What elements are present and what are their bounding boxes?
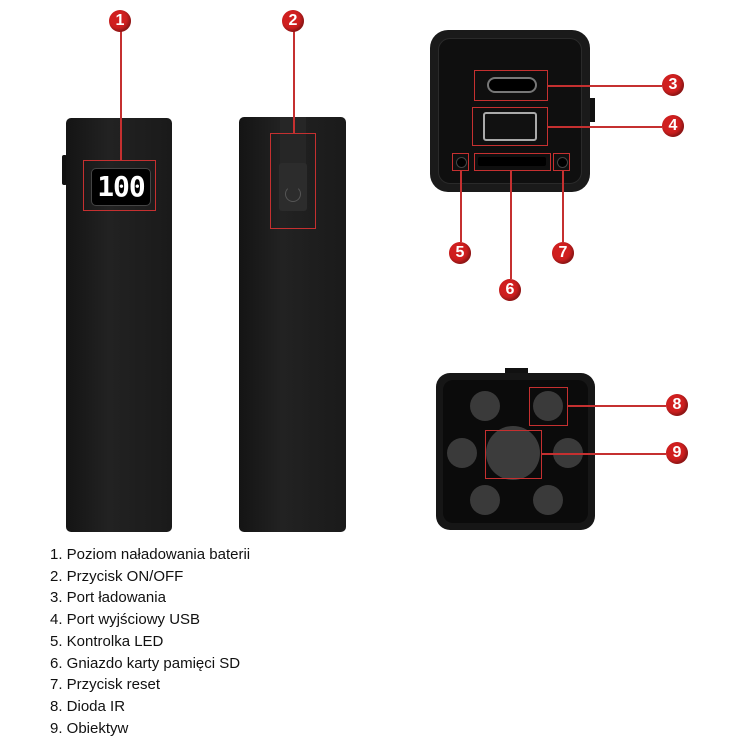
ir-led: [470, 485, 500, 515]
marker-2: 2: [282, 10, 304, 32]
reset-side-button: [589, 98, 595, 122]
callout-line-8: [568, 405, 666, 407]
marker-8: 8: [666, 394, 688, 416]
ir-led: [533, 391, 563, 421]
camera-lens: [486, 426, 540, 480]
legend-list: 1. Poziom naładowania baterii 2. Przycis…: [50, 544, 250, 739]
sd-slot: [478, 157, 546, 166]
legend-item: 5. Kontrolka LED: [50, 632, 164, 650]
marker-1: 1: [109, 10, 131, 32]
marker-9: 9: [666, 442, 688, 464]
ir-led: [470, 391, 500, 421]
callout-line-1: [120, 31, 122, 160]
callout-line-4: [548, 126, 662, 128]
usb-c-port: [487, 77, 537, 93]
callout-box-3: [474, 70, 548, 101]
legend-item: 7. Przycisk reset: [50, 676, 161, 694]
callout-box-4: [472, 107, 548, 146]
legend-item: 2. Przycisk ON/OFF: [50, 567, 184, 585]
legend-item: 9. Obiektyw: [50, 719, 129, 737]
callout-box-6: [474, 153, 551, 171]
legend-item: 8. Dioda IR: [50, 697, 126, 715]
callout-line-7: [562, 171, 564, 242]
marker-3: 3: [662, 74, 684, 96]
marker-7: 7: [552, 242, 574, 264]
power-icon: [285, 186, 301, 202]
callout-box-1: [83, 160, 156, 211]
side-button: [62, 155, 67, 185]
callout-line-6: [510, 171, 512, 279]
usb-a-port: [483, 112, 537, 141]
legend-item: 1. Poziom naładowania baterii: [50, 546, 251, 563]
top-nub: [505, 368, 528, 375]
callout-box-8: [529, 387, 568, 426]
callout-box-9: [485, 430, 542, 479]
callout-box-2: [270, 133, 316, 229]
reset-hole: [557, 157, 568, 168]
legend-item: 4. Port wyjściowy USB: [50, 611, 201, 629]
callout-line-2: [293, 31, 295, 133]
legend-item: 3. Port ładowania: [50, 589, 166, 607]
callout-line-3: [548, 85, 662, 87]
led-hole: [456, 157, 467, 168]
legend-item: 6. Gniazdo karty pamięci SD: [50, 654, 241, 672]
ir-led: [447, 438, 477, 468]
battery-display: 100: [91, 168, 151, 206]
marker-5: 5: [449, 242, 471, 264]
marker-4: 4: [662, 115, 684, 137]
callout-box-7: [553, 153, 570, 171]
callout-box-5: [452, 153, 469, 171]
ir-led: [533, 485, 563, 515]
marker-6: 6: [499, 279, 521, 301]
callout-line-9: [542, 453, 666, 455]
callout-line-5: [460, 171, 462, 242]
